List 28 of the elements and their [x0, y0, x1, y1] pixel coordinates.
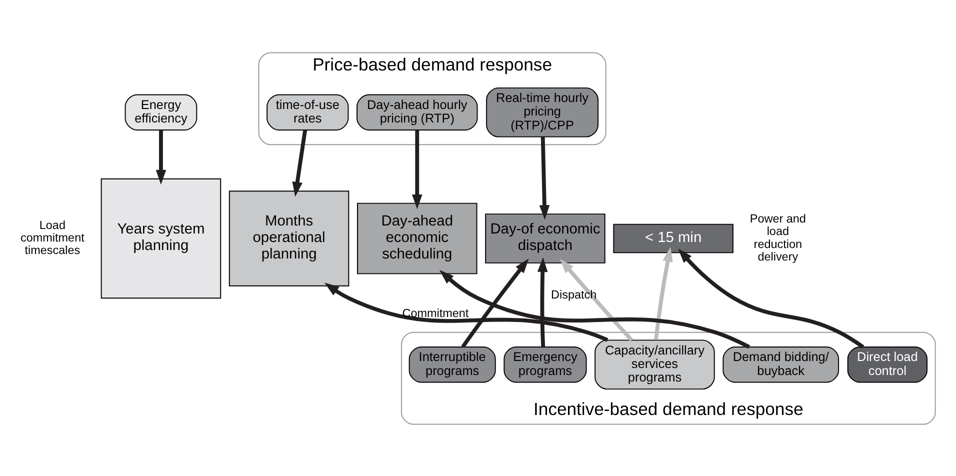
- node-box: Day-of economic dispatch: [485, 213, 606, 263]
- label: Load commitment timescales: [20, 218, 84, 257]
- node-box: Day-ahead hourly pricing (RTP): [356, 94, 478, 130]
- node-box: Direct load control: [847, 346, 928, 382]
- arrow: [324, 282, 608, 342]
- arrow: [560, 258, 634, 341]
- node-box: < 15 min: [613, 223, 734, 253]
- arrow: [539, 136, 550, 220]
- node-box: Months operational planning: [228, 190, 350, 286]
- node-box: Interruptible programs: [408, 346, 496, 382]
- edge-label: Dispatch: [551, 288, 597, 302]
- node-box: Capacity/ancillary services programs: [594, 339, 715, 390]
- arrow: [439, 269, 750, 348]
- node-box: Years system planning: [100, 178, 222, 298]
- arrow: [292, 129, 308, 196]
- node-box: Energy efficiency: [124, 94, 198, 130]
- node-box: time-of-use rates: [266, 94, 349, 130]
- arrow: [412, 130, 422, 209]
- label: Power and load reduction delivery: [750, 212, 806, 264]
- arrow: [156, 130, 166, 184]
- edge-label: Commitment: [402, 306, 469, 320]
- node-box: Demand bidding/ buyback: [722, 346, 840, 382]
- arrow: [654, 246, 673, 340]
- node-box: Day-ahead economic scheduling: [357, 202, 478, 274]
- node-box: Real-time hourly pricing (RTP)/CPP: [486, 86, 598, 137]
- arrow: [678, 248, 864, 348]
- node-box: Emergency programs: [504, 346, 587, 382]
- arrow: [461, 258, 529, 348]
